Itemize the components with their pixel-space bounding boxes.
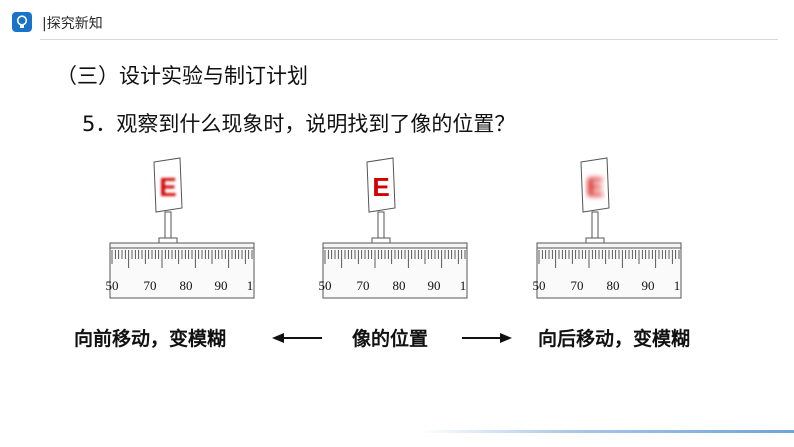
stand-pole bbox=[377, 211, 385, 241]
scale-label: 1 bbox=[460, 278, 467, 293]
experiment-figures: E 50 70 80 90 1 E 50 70 80 90 1 E 50 70 80 90 1 bbox=[106, 157, 682, 299]
screen-card bbox=[580, 157, 610, 213]
header-divider bbox=[40, 39, 778, 40]
scale-label: 90 bbox=[642, 278, 655, 293]
stand-pole bbox=[591, 211, 599, 241]
figure-right: E 50 70 80 90 1 bbox=[533, 157, 682, 299]
caption-right: 向后移动，变模糊 bbox=[538, 328, 691, 350]
screen-card bbox=[366, 157, 396, 213]
stand-pole bbox=[164, 211, 172, 241]
scale-label: 70 bbox=[144, 278, 157, 293]
lightbulb-icon bbox=[12, 12, 32, 32]
screen-card bbox=[153, 157, 183, 213]
question-text: 5．观察到什么现象时，说明找到了像的位置？ bbox=[82, 112, 516, 136]
figure-middle: E 50 70 80 90 1 bbox=[319, 157, 468, 299]
candle-image: E bbox=[159, 172, 176, 202]
rail bbox=[322, 242, 468, 249]
scale-label: 80 bbox=[180, 278, 193, 293]
header-title: |探究新知 bbox=[42, 16, 103, 32]
scale-label: 90 bbox=[428, 278, 441, 293]
scale-label: 70 bbox=[357, 278, 370, 293]
footer-bar bbox=[420, 430, 794, 433]
scale-label: 50 bbox=[106, 278, 119, 293]
caption-middle: 像的位置 bbox=[352, 328, 429, 350]
scale-label: 80 bbox=[393, 278, 406, 293]
scale-label: 90 bbox=[215, 278, 228, 293]
arrow-right-icon bbox=[462, 333, 512, 343]
scale-label: 80 bbox=[607, 278, 620, 293]
scale-label: 1 bbox=[247, 278, 254, 293]
caption-left: 向前移动，变模糊 bbox=[74, 328, 227, 350]
scale-label: 1 bbox=[674, 278, 681, 293]
rail bbox=[109, 242, 255, 249]
arrows bbox=[272, 333, 512, 343]
header-bar: |探究新知 bbox=[0, 0, 794, 44]
candle-image: E bbox=[372, 172, 389, 202]
candle-image: E bbox=[586, 172, 603, 202]
arrow-left-icon bbox=[272, 333, 322, 343]
scale-label: 50 bbox=[319, 278, 332, 293]
scale-label: 50 bbox=[533, 278, 546, 293]
section-title: （三）设计实验与制订计划 bbox=[56, 64, 308, 88]
scale-label: 70 bbox=[571, 278, 584, 293]
rail bbox=[536, 242, 682, 249]
figure-left: E 50 70 80 90 1 bbox=[106, 157, 255, 299]
